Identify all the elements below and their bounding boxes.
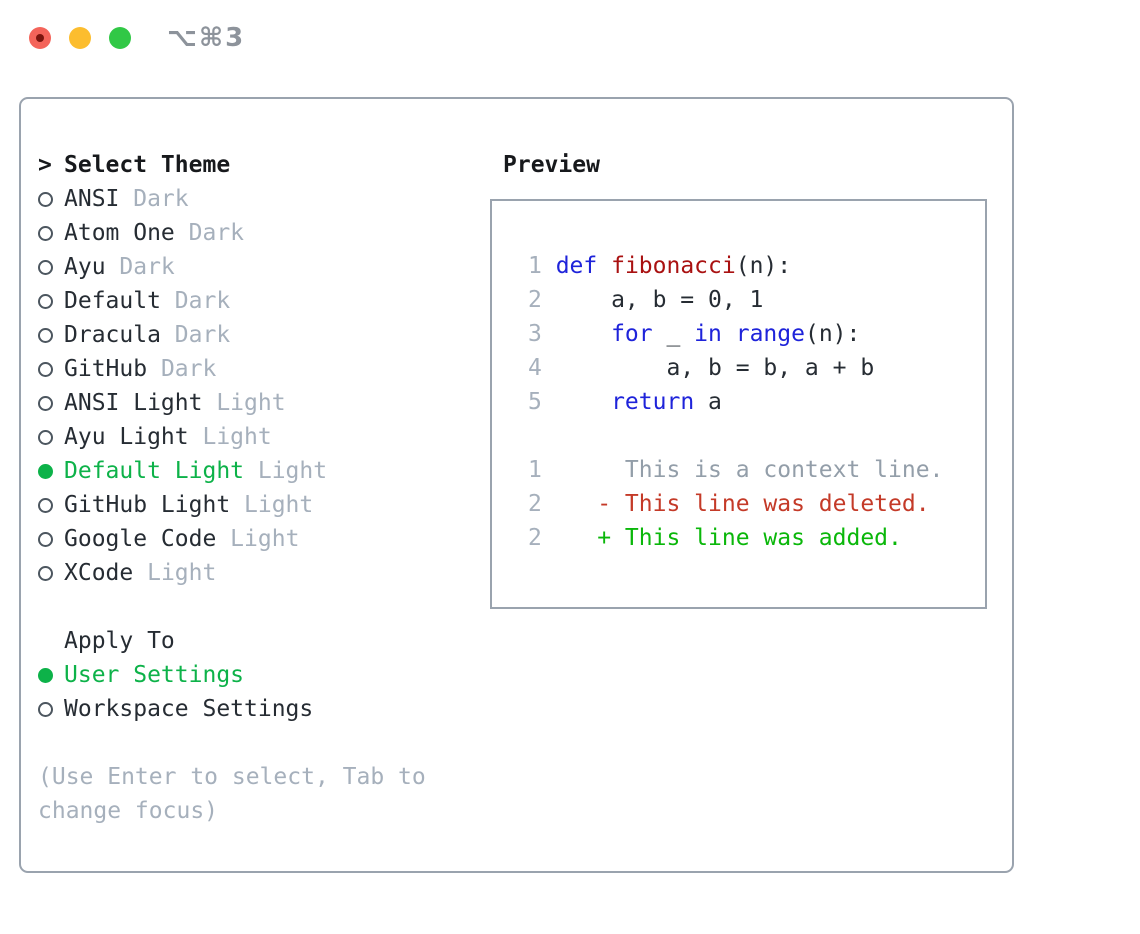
spacer xyxy=(38,590,472,624)
minimize-button[interactable] xyxy=(69,27,91,49)
line-number: 1 xyxy=(528,253,542,279)
theme-option-atom-one[interactable]: Atom One Dark xyxy=(38,216,472,250)
theme-option-google-code[interactable]: Google Code Light xyxy=(38,522,472,556)
window-controls xyxy=(29,27,131,49)
line-number: 3 xyxy=(528,321,542,347)
radio-unselected-icon xyxy=(38,565,53,581)
theme-option-label: ANSI Light xyxy=(64,390,203,416)
close-active-dot-icon xyxy=(36,34,44,42)
apply-to-option-label: User Settings xyxy=(64,662,245,688)
radio-selected-icon xyxy=(38,463,53,479)
theme-variant-label: Light xyxy=(230,492,314,518)
theme-option-ayu-light[interactable]: Ayu Light Light xyxy=(38,420,472,454)
theme-option-ansi-light[interactable]: ANSI Light Light xyxy=(38,386,472,420)
diff-line: 2 - This line was deleted. xyxy=(528,487,985,521)
focus-marker-icon: > xyxy=(38,152,52,178)
theme-option-label: XCode xyxy=(64,560,134,586)
radio-unselected-icon xyxy=(38,293,53,309)
zoom-button[interactable] xyxy=(109,27,131,49)
diff-line: 1 This is a context line. xyxy=(528,453,985,487)
code-line: 2 a, b = 0, 1 xyxy=(528,283,985,317)
theme-variant-label: Dark xyxy=(160,288,231,314)
line-number: 5 xyxy=(528,389,542,415)
radio-unselected-icon xyxy=(38,259,53,275)
line-number: 2 xyxy=(528,491,542,517)
radio-unselected-icon xyxy=(38,191,53,207)
theme-variant-label: Dark xyxy=(160,322,231,348)
theme-variant-label: Light xyxy=(202,390,286,416)
theme-option-label: ANSI xyxy=(64,186,120,212)
theme-option-github-light[interactable]: GitHub Light Light xyxy=(38,488,472,522)
spacer xyxy=(528,419,985,453)
theme-option-ayu[interactable]: Ayu Dark xyxy=(38,250,472,284)
line-number: 1 xyxy=(528,457,542,483)
line-number: 4 xyxy=(528,355,542,381)
theme-variant-label: Dark xyxy=(105,254,175,280)
apply-to-option-user-settings[interactable]: User Settings xyxy=(38,658,472,692)
theme-option-default-light[interactable]: Default Light Light xyxy=(38,454,472,488)
theme-option-label: Dracula xyxy=(64,322,161,348)
theme-option-label: Ayu xyxy=(64,254,106,280)
theme-variant-label: Dark xyxy=(174,220,245,246)
select-theme-header: > Select Theme xyxy=(38,148,472,182)
theme-option-default[interactable]: Default Dark xyxy=(38,284,472,318)
code-line: 3 for _ in range(n): xyxy=(528,317,985,351)
radio-unselected-icon xyxy=(38,429,53,445)
window-title-shortcut: ⌥⌘3 xyxy=(167,23,246,53)
code-line: 5 return a xyxy=(528,385,985,419)
select-theme-title: Select Theme xyxy=(64,152,231,178)
code-line: 4 a, b = b, a + b xyxy=(528,351,985,385)
radio-unselected-icon xyxy=(38,531,53,547)
theme-option-label: Google Code xyxy=(64,526,217,552)
theme-option-label: Atom One xyxy=(64,220,175,246)
radio-unselected-icon xyxy=(38,327,53,343)
theme-variant-label: Light xyxy=(216,526,300,552)
radio-unselected-icon xyxy=(38,701,53,717)
radio-unselected-icon xyxy=(38,497,53,513)
theme-option-xcode[interactable]: XCode Light xyxy=(38,556,472,590)
theme-option-label: GitHub Light xyxy=(64,492,231,518)
theme-option-label: Default Light xyxy=(64,458,245,484)
apply-to-header: Apply To xyxy=(38,624,472,658)
apply-to-title: Apply To xyxy=(64,628,175,654)
theme-selector-panel xyxy=(19,97,1014,873)
diff-line: 2 + This line was added. xyxy=(528,521,985,555)
theme-variant-label: Dark xyxy=(147,356,217,382)
line-number: 2 xyxy=(528,287,542,313)
theme-option-github[interactable]: GitHub Dark xyxy=(38,352,472,386)
theme-option-dracula[interactable]: Dracula Dark xyxy=(38,318,472,352)
apply-to-option-workspace-settings[interactable]: Workspace Settings xyxy=(38,692,472,726)
spacer xyxy=(38,726,472,760)
theme-option-label: Default xyxy=(64,288,161,314)
theme-variant-label: Light xyxy=(188,424,272,450)
radio-unselected-icon xyxy=(38,395,53,411)
radio-unselected-icon xyxy=(38,225,53,241)
theme-option-ansi[interactable]: ANSI Dark xyxy=(38,182,472,216)
close-button[interactable] xyxy=(29,27,51,49)
theme-option-label: GitHub xyxy=(64,356,148,382)
apply-to-option-label: Workspace Settings xyxy=(64,696,314,722)
theme-variant-label: Light xyxy=(244,458,328,484)
theme-option-label: Ayu Light xyxy=(64,424,189,450)
radio-selected-icon xyxy=(38,667,53,683)
help-text: (Use Enter to select, Tab to change focu… xyxy=(38,764,426,824)
line-number: 2 xyxy=(528,525,542,551)
theme-variant-label: Light xyxy=(133,560,217,586)
theme-variant-label: Dark xyxy=(119,186,189,212)
preview-title: Preview xyxy=(503,152,600,178)
radio-unselected-icon xyxy=(38,361,53,377)
